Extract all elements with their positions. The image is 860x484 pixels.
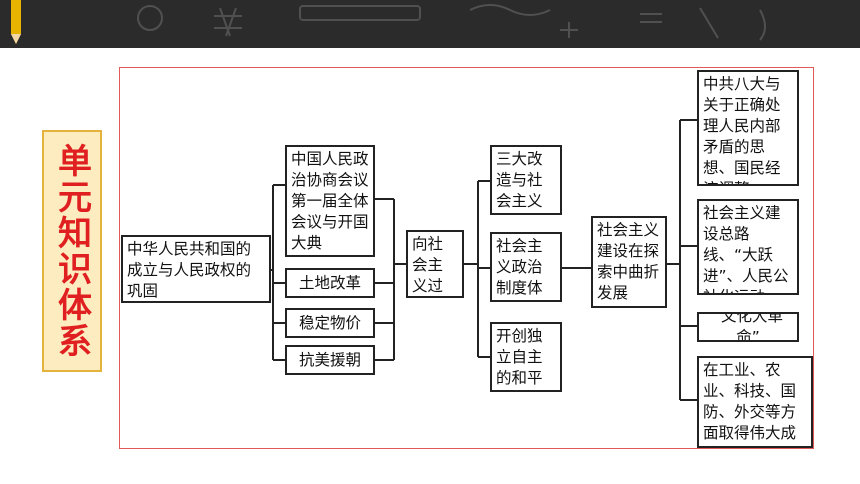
node-stabilize-prices: 稳定物价 [285, 308, 375, 338]
node-great-leap: 社会主义建设总路线、“大跃进”、人民公社化运动 [697, 199, 799, 295]
node-cultural-revolution: “文化大革命” [697, 312, 799, 342]
node-achievements: 在工业、农业、科技、国防、外交等方面取得伟大成就 [697, 356, 813, 448]
pencil-icon [11, 0, 21, 44]
node-resist-america: 抗美援朝 [285, 345, 375, 375]
diagram-frame [119, 67, 814, 449]
node-socialist-transition: 向社会主义过渡 [406, 230, 464, 298]
node-eighth-congress: 中共八大与关于正确处理人民内部矛盾的思想、国民经济调整 [697, 70, 799, 186]
node-cppcc-ceremony: 中国人民政治协商会议第一届全体会议与开国大典 [285, 145, 375, 257]
node-political-system: 社会主义政治制度体系 [490, 232, 562, 302]
node-three-transformations: 三大改造与社会主义工业化 [490, 145, 562, 215]
node-land-reform: 土地改革 [285, 268, 375, 298]
chalk-doodles [137, 4, 766, 41]
node-prc-founding: 中华人民共和国的成立与人民政权的巩固 [121, 235, 271, 303]
node-peaceful-diplomacy: 开创独立自主的和平外交 [490, 322, 562, 392]
node-socialist-construction: 社会主义建设在探索中曲折发展 [591, 216, 667, 308]
unit-knowledge-title: 单元知识体系 [42, 130, 102, 372]
unit-knowledge-title-text: 单元知识体系 [51, 143, 92, 359]
top-banner [0, 0, 860, 48]
